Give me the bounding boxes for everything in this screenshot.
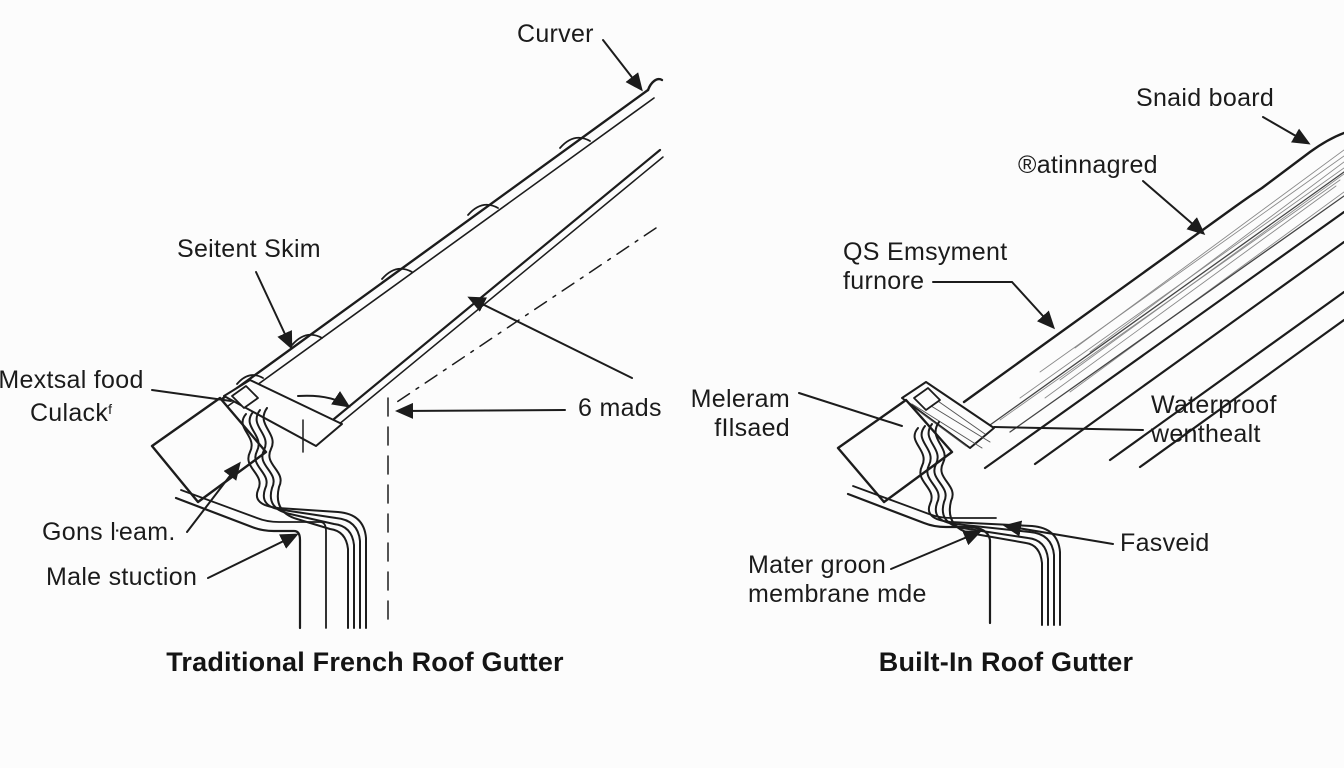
mater-groon-arrow [890,530,982,570]
atinnagred-arrow [1142,180,1206,235]
gutter-flow-arrow [297,391,351,408]
qs-emsyment-arrow [932,281,1056,330]
fasveid-arrow [1003,520,1114,545]
curver-arrow [602,39,643,92]
seitent-skim-arrow [255,271,293,350]
label-six-mads: 6 mads [578,394,662,422]
six-mads-plumb-arrow [395,402,566,419]
label-atinnagred: ®atinnagred [1018,151,1158,179]
snaid-board-arrow [1262,116,1311,145]
label-meleram-filsaed: Meleram fIlsaed [690,385,790,442]
right-gutter-drawing [836,131,1344,626]
left-gutter-drawing [150,77,664,631]
label-snaid-board: Snaid board [1136,84,1275,112]
mextsal-leader [151,389,232,402]
label-curver: Curver [517,20,594,48]
meleram-leader [798,392,903,427]
waterproof-leader [993,426,1144,431]
culack-mark: f [108,401,113,417]
label-seitent-skim: Seitent Skim [177,235,321,263]
label-waterproof-wenthealt: Waterproof wenthealt [1151,391,1277,448]
male-stuction-arrow [207,533,299,579]
left-leader-arrows [151,39,643,579]
label-mater-groon-membrane: Mater groon membrane mde [748,551,927,608]
wood-grain-hatch [999,149,1344,421]
roof-edge-curl [646,77,664,92]
label-qs-emsyment-furnore: QS Emsyment furnore [843,238,1008,295]
left-diagram-title: Traditional French Roof Gutter [166,647,564,677]
label-mextsal-food-culack: Mextsal food Culackf [0,366,144,427]
six-mads-roof-arrow [467,296,633,379]
fascia-board [150,396,268,504]
fascia-board [836,398,954,504]
right-leader-arrows [798,116,1311,570]
label-male-stuction: Male stuction [46,563,198,591]
label-fasveid: Fasveid [1120,529,1210,557]
right-diagram-title: Built-In Roof Gutter [878,647,1134,677]
label-gons-beam: Gons ŀeam. [42,518,176,546]
gons-beam-arrow [186,461,241,533]
